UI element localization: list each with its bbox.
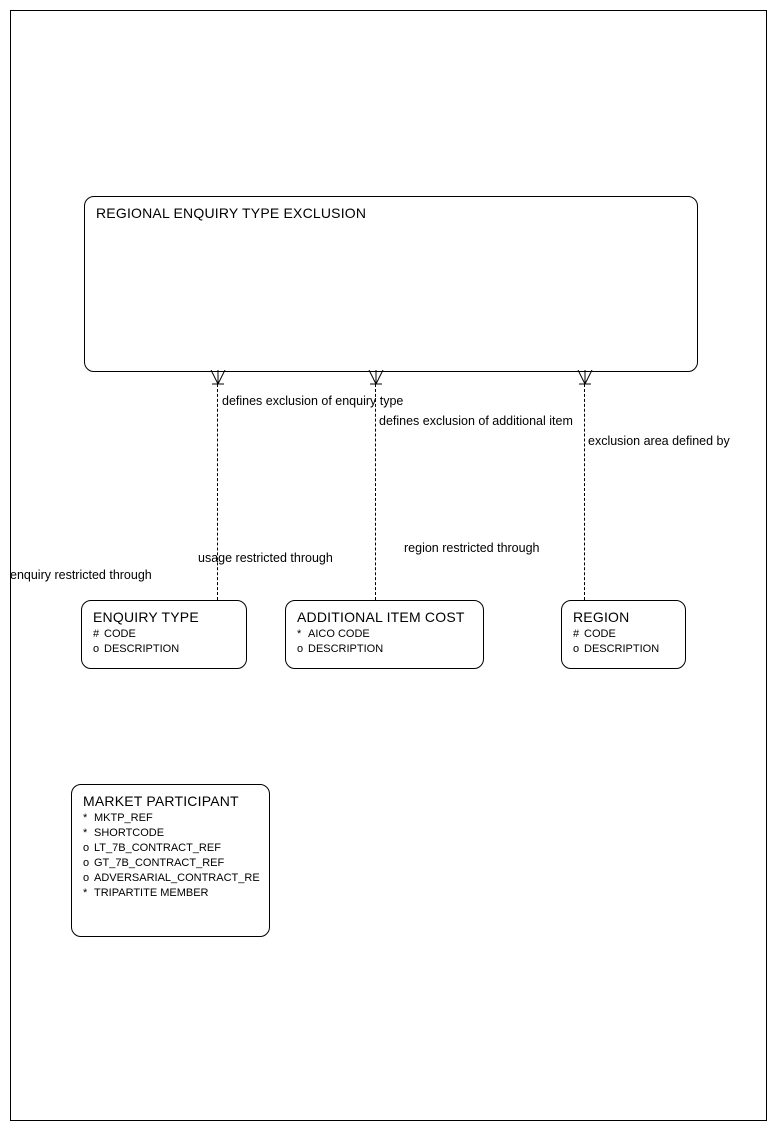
entity-regional-enquiry-type-exclusion[interactable]: REGIONAL ENQUIRY TYPE EXCLUSION [84,196,698,372]
relationship-label-enquiry-restricted-through: enquiry restricted through [10,568,152,582]
attribute-name: SHORTCODE [94,827,165,839]
entity-market-participant[interactable]: MARKET PARTICIPANT * MKTP_REF * SHORTCODE … [71,784,270,937]
attribute-name: MKTP_REF [94,812,153,824]
attribute-list: # CODE o DESCRIPTION [93,627,179,657]
attribute-mark-icon: o [83,872,90,884]
entity-title: REGIONAL ENQUIRY TYPE EXCLUSION [96,205,367,221]
attribute-list: # CODE o DESCRIPTION [573,627,659,657]
attribute-name: CODE [584,628,616,640]
entity-additional-item-cost[interactable]: ADDITIONAL ITEM COST * AICO CODE o DESCRIP… [285,600,484,669]
relationship-label-usage-restricted-through: usage restricted through [198,551,333,565]
relationship-label-exclusion-area-defined-by: exclusion area defined by [588,434,730,448]
attribute-name: AICO CODE [308,628,370,640]
attribute-list: * MKTP_REF * SHORTCODE o LT_7B_CONTRACT_REF… [83,811,260,901]
attribute-row: * MKTP_REF [83,811,260,826]
attribute-row: o GT_7B_CONTRACT_REF [83,856,260,871]
attribute-mark-icon: o [83,842,90,854]
attribute-name: LT_7B_CONTRACT_REF [94,842,221,854]
attribute-mark-icon: o [573,643,580,655]
attribute-row: o DESCRIPTION [93,642,179,657]
attribute-name: CODE [104,628,136,640]
entity-title: MARKET PARTICIPANT [83,793,239,809]
attribute-name: ADVERSARIAL_CONTRACT_RE [94,872,260,884]
page-border [10,10,767,1121]
attribute-row: * AICO CODE [297,627,383,642]
attribute-name: TRIPARTITE MEMBER [94,887,209,899]
relationship-label-defines-exclusion-of-enquiry-type: defines exclusion of enquiry type [222,394,404,408]
attribute-mark-icon: # [93,628,100,640]
connector-line-additional-item-cost [375,384,376,600]
crowfoot-icon-additional-item-cost [368,370,384,385]
attribute-name: DESCRIPTION [104,643,180,655]
entity-title: ADDITIONAL ITEM COST [297,609,465,625]
attribute-mark-icon: * [83,827,88,839]
attribute-mark-icon: * [83,887,88,899]
attribute-row: o LT_7B_CONTRACT_REF [83,841,260,856]
attribute-row: o DESCRIPTION [573,642,659,657]
connector-line-enquiry-type [217,384,218,600]
connector-line-region [584,384,585,600]
entity-title: ENQUIRY TYPE [93,609,199,625]
relationship-label-region-restricted-through: region restricted through [404,541,540,555]
attribute-row: o DESCRIPTION [297,642,383,657]
attribute-row: o ADVERSARIAL_CONTRACT_RE [83,871,260,886]
entity-enquiry-type[interactable]: ENQUIRY TYPE # CODE o DESCRIPTION [81,600,247,669]
attribute-mark-icon: o [83,857,90,869]
attribute-name: DESCRIPTION [584,643,660,655]
attribute-mark-icon: o [93,643,100,655]
attribute-row: * TRIPARTITE MEMBER [83,886,260,901]
attribute-mark-icon: * [83,812,88,824]
crowfoot-icon-enquiry-type [210,370,226,385]
attribute-row: # CODE [573,627,659,642]
attribute-list: * AICO CODE o DESCRIPTION [297,627,383,657]
attribute-name: GT_7B_CONTRACT_REF [94,857,225,869]
crowfoot-icon-region [577,370,593,385]
entity-title: REGION [573,609,630,625]
entity-region[interactable]: REGION # CODE o DESCRIPTION [561,600,686,669]
attribute-row: * SHORTCODE [83,826,260,841]
relationship-label-defines-exclusion-of-additional-item: defines exclusion of additional item [379,414,573,428]
attribute-mark-icon: * [297,628,302,640]
attribute-mark-icon: # [573,628,580,640]
attribute-name: DESCRIPTION [308,643,384,655]
attribute-mark-icon: o [297,643,304,655]
attribute-row: # CODE [93,627,179,642]
